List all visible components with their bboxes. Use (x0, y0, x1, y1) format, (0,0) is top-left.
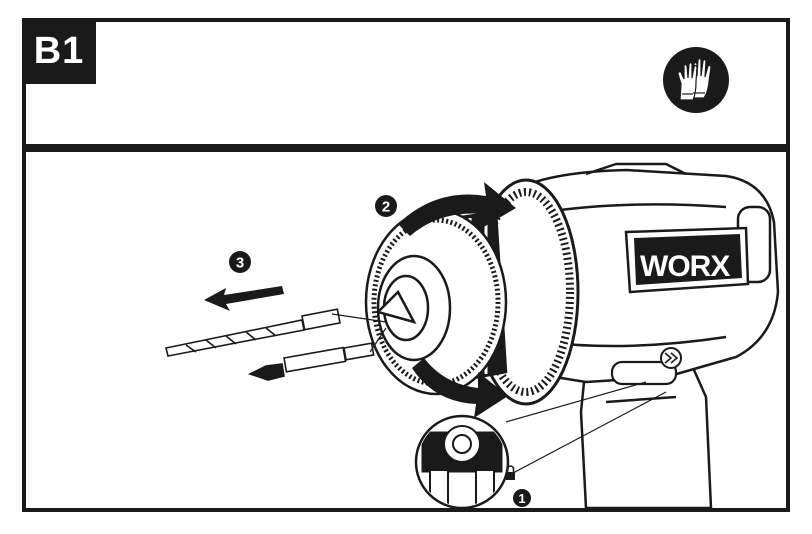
screwdriver-bit (247, 342, 375, 381)
lock-icon (506, 465, 515, 480)
instruction-panel: B1 WORX (22, 18, 790, 512)
panel-border (22, 18, 790, 512)
svg-text:1: 1 (518, 491, 525, 506)
curved-arrow-icon (398, 182, 516, 418)
callout-3: 3 (229, 251, 251, 273)
brand-logo-text: WORX (640, 250, 730, 283)
gloves-icon (663, 47, 729, 113)
brand-logo: WORX (624, 226, 750, 294)
header-divider (22, 144, 790, 152)
lock-detail-inset (414, 381, 667, 508)
double-chevron-icon (664, 352, 679, 364)
svg-text:3: 3 (236, 255, 244, 272)
chuck-sleeve (364, 208, 508, 396)
drill-bit (165, 308, 341, 357)
step-label: B1 (22, 18, 96, 84)
callout-2: 2 (375, 195, 397, 217)
callout-1: 1 (513, 489, 531, 507)
arrow-left-icon (204, 286, 284, 311)
speed-switch (610, 347, 682, 386)
drill-illustration: WORX (165, 162, 780, 508)
svg-text:2: 2 (382, 199, 390, 216)
